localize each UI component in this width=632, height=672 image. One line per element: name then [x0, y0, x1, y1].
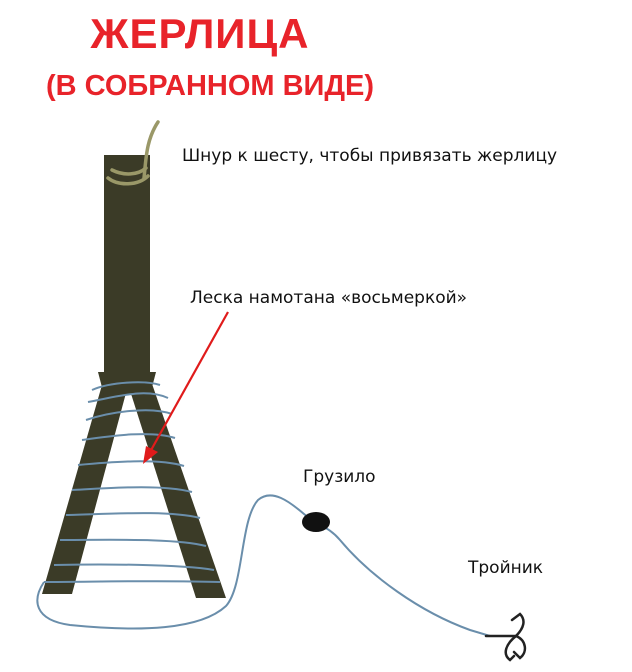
frame-right-leg — [126, 378, 226, 598]
label-sinker: Грузило — [303, 467, 376, 487]
fishing-line-winding — [43, 381, 221, 583]
pointer-arrow — [143, 311, 229, 464]
fishing-line-lead — [36, 494, 491, 637]
diagram-subtitle: (В СОБРАННОМ ВИДЕ) — [45, 70, 375, 102]
diagram-title: ЖЕРЛИЦА — [90, 10, 310, 57]
frame-stem — [104, 155, 150, 383]
frame-left-leg — [42, 378, 130, 594]
label-cord: Шнур к шесту, чтобы привязать жерлицу — [182, 146, 558, 166]
label-hook: Тройник — [468, 558, 544, 578]
wooden-frame — [42, 155, 226, 598]
cord-to-pole — [106, 120, 160, 186]
treble-hook-icon — [484, 612, 527, 662]
sinker-icon — [302, 512, 330, 532]
label-line-winding: Леска намотана «восьмеркой» — [190, 288, 468, 308]
